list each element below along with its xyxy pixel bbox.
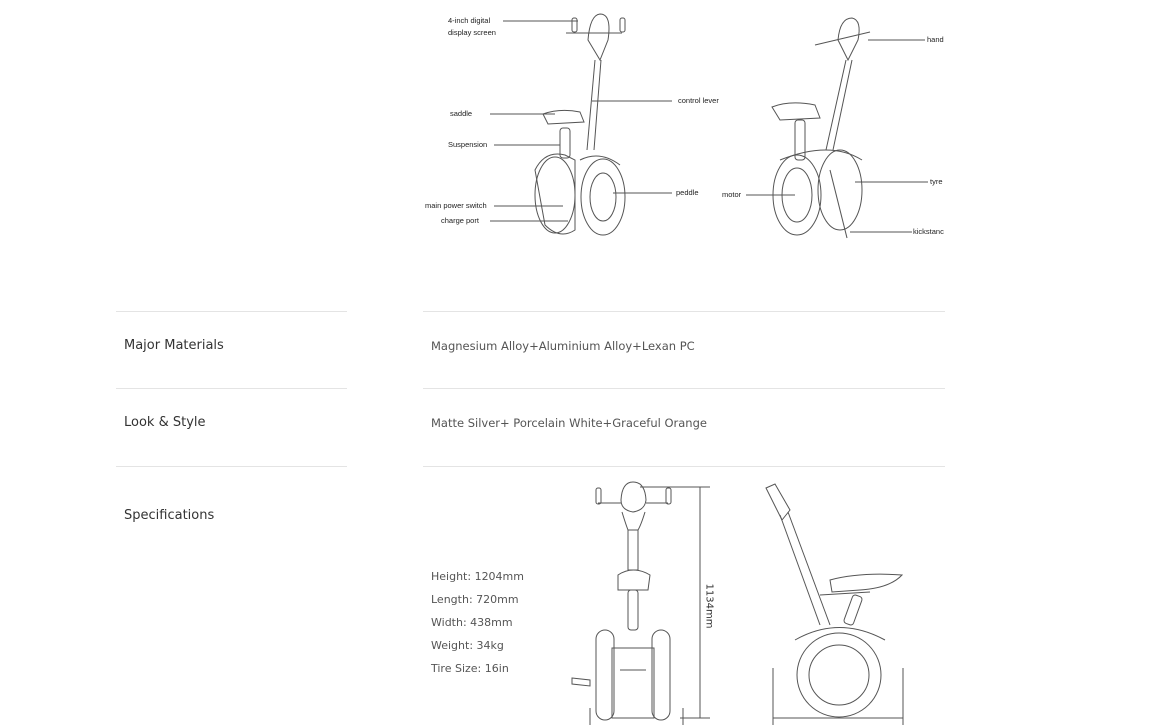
divider [116,466,347,467]
spec-tire-size: Tire Size: 16in [431,662,509,675]
suspension-label: Suspension [448,140,488,149]
major-materials-label: Major Materials [124,338,224,353]
height-dimension-label: 1134mm [703,583,715,629]
tyre-label: tyre [930,177,943,186]
kickstand-label: kickstanc [913,227,944,236]
spec-width: Width: 438mm [431,616,513,629]
divider [116,388,347,389]
spec-weight: Weight: 34kg [431,639,504,652]
specifications-label: Specifications [124,508,215,523]
hand-label: hand [927,35,944,44]
motor-label: motor [722,190,742,199]
saddle-label: saddle [450,109,473,118]
control-lever-label: control lever [678,96,719,105]
divider [423,311,945,312]
major-materials-value: Magnesium Alloy+Aluminium Alloy+Lexan PC [431,339,695,353]
divider [116,311,347,312]
scooter-front-perspective-drawing [490,13,928,239]
display-screen-label: 4-inch digital [448,16,491,25]
divider [423,388,945,389]
look-style-label: Look & Style [124,415,206,430]
look-style-value: Matte Silver+ Porcelain White+Graceful O… [431,416,707,430]
spec-length: Length: 720mm [431,593,519,606]
peddle-label: peddle [676,188,699,197]
divider [423,466,945,467]
spec-height: Height: 1204mm [431,570,524,583]
main-power-switch-label: main power switch [425,201,487,210]
charge-port-label: charge port [441,216,479,225]
display-screen-label-2: display screen [448,28,496,37]
